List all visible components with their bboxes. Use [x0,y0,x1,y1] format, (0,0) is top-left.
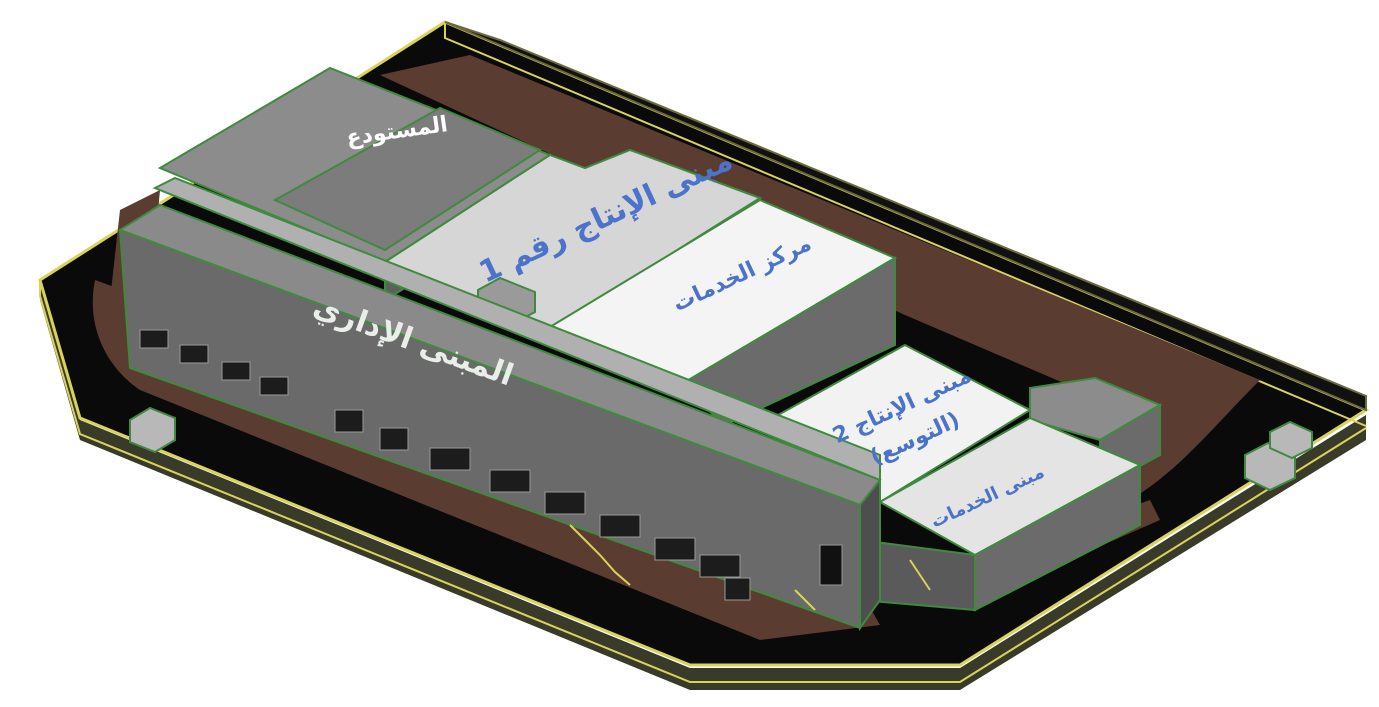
warehouse-inner-roof [272,106,543,252]
admin-side-wall [859,477,881,632]
guard-houses [129,406,1313,492]
admin-upper-roof [152,176,881,482]
external-stairs [569,524,931,611]
admin-windows [139,329,843,601]
perimeter-fence [39,21,1367,683]
administration-building [117,176,882,632]
